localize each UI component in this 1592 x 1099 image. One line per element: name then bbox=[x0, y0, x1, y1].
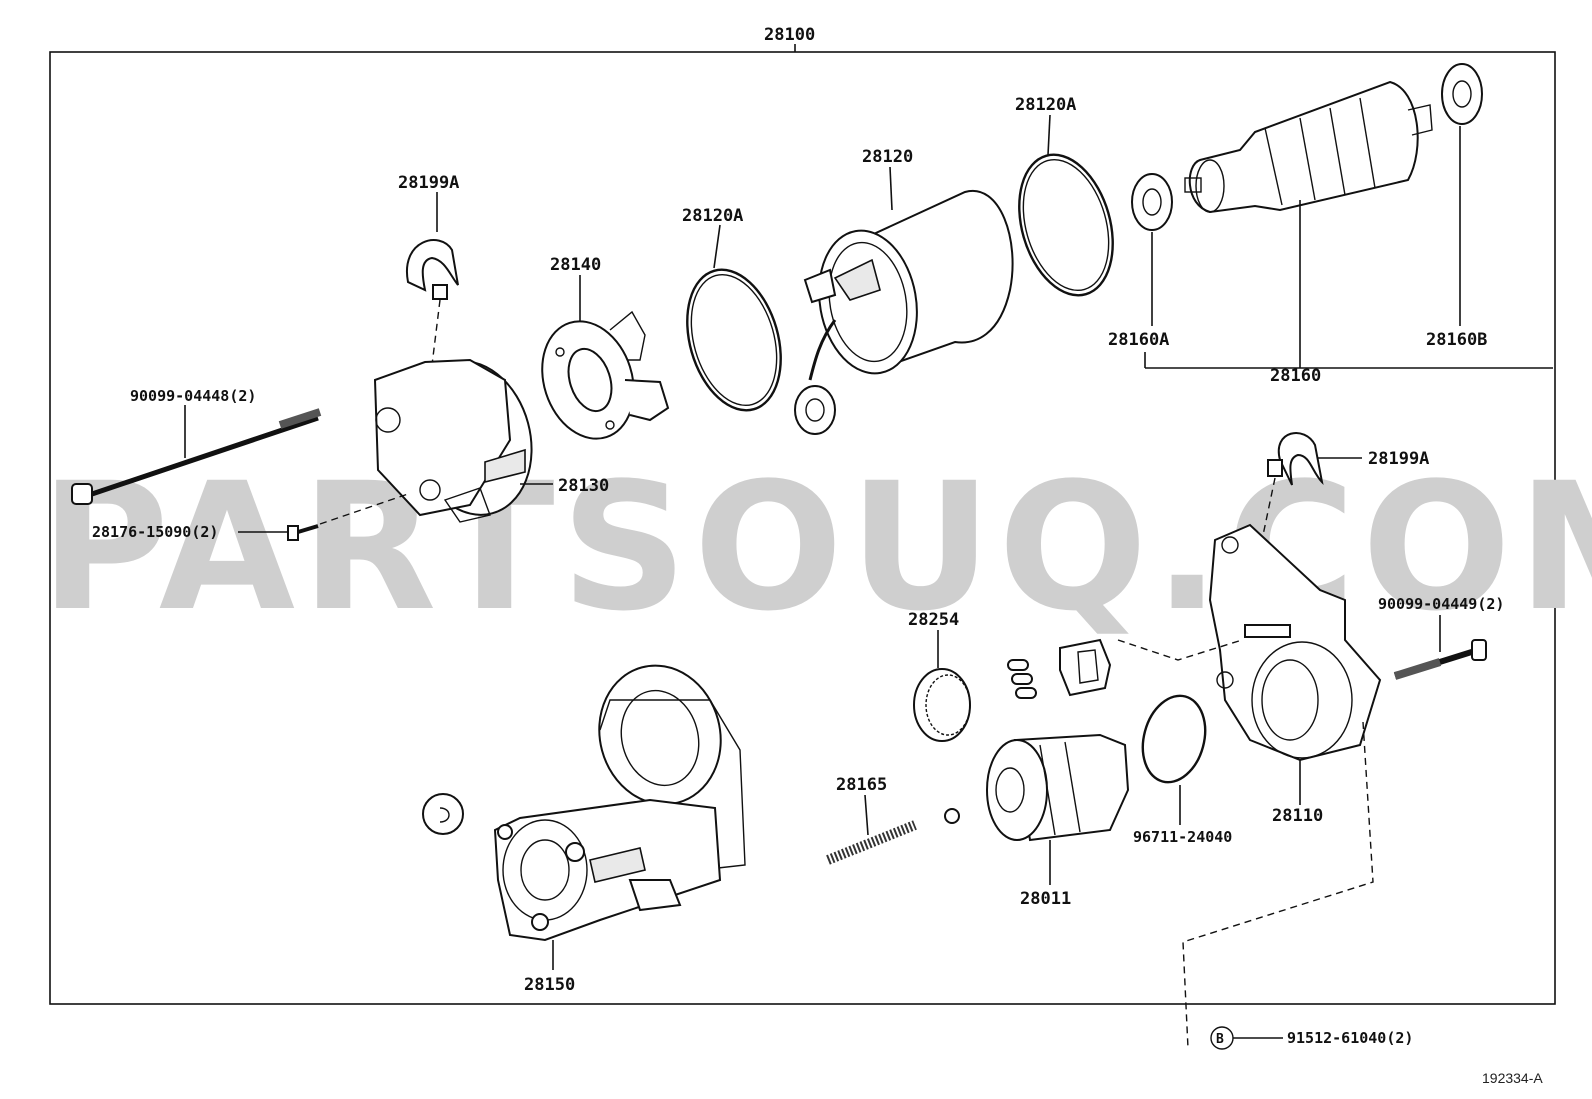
label-28199A-right: 28199A bbox=[1368, 449, 1429, 469]
armature-group-bracket bbox=[1144, 270, 1553, 369]
label-28140: 28140 bbox=[550, 255, 601, 275]
part-28011-starter-clutch[interactable] bbox=[986, 733, 1130, 885]
label-28130: 28130 bbox=[558, 476, 609, 496]
part-90099-04449-bolt[interactable] bbox=[1393, 615, 1487, 680]
part-28140-brush-holder[interactable] bbox=[528, 275, 670, 451]
label-28120A-left: 28120A bbox=[682, 206, 743, 226]
part-28120-yoke[interactable] bbox=[794, 166, 1014, 435]
part-clutch-rollers[interactable] bbox=[1007, 638, 1243, 699]
part-28130-commutator-end-frame[interactable] bbox=[373, 348, 553, 529]
label-28011: 28011 bbox=[1020, 889, 1071, 909]
part-28150-magnetic-switch[interactable] bbox=[493, 652, 746, 970]
label-28110: 28110 bbox=[1272, 806, 1323, 826]
part-28160A-bearing[interactable] bbox=[1131, 173, 1173, 326]
part-28110-drive-housing[interactable] bbox=[1208, 523, 1382, 805]
marker-letter: B bbox=[1216, 1032, 1224, 1047]
part-28199A-grommet-top[interactable] bbox=[405, 192, 459, 366]
part-28176-15090-screw[interactable] bbox=[238, 493, 409, 541]
label-91512-61040: 91512-61040(2) bbox=[1287, 1029, 1413, 1047]
reference-code: 192334-A bbox=[1482, 1070, 1543, 1086]
part-28165-spring[interactable] bbox=[826, 794, 917, 865]
label-28150: 28150 bbox=[524, 975, 575, 995]
label-28120A-right: 28120A bbox=[1015, 95, 1076, 115]
label-28165: 28165 bbox=[836, 775, 887, 795]
part-28254-idler-gear[interactable] bbox=[913, 630, 971, 742]
label-90099-04448: 90099-04448(2) bbox=[130, 387, 256, 405]
assembly-frame bbox=[49, 44, 1556, 1005]
watermark: PARTSOUQ.COM bbox=[40, 445, 1592, 650]
label-28254: 28254 bbox=[908, 610, 959, 630]
part-28160-armature[interactable] bbox=[1184, 80, 1433, 270]
part-28199A-grommet-right[interactable] bbox=[1261, 432, 1362, 541]
label-28160: 28160 bbox=[1270, 366, 1321, 386]
part-28160B-bearing[interactable] bbox=[1441, 63, 1483, 326]
part-boot-cap[interactable] bbox=[422, 793, 464, 835]
label-28160B: 28160B bbox=[1426, 330, 1487, 350]
label-28100: 28100 bbox=[764, 25, 815, 45]
ball[interactable] bbox=[944, 808, 960, 824]
part-90099-04448-through-bolt[interactable] bbox=[71, 405, 322, 505]
label-28160A: 28160A bbox=[1108, 330, 1169, 350]
label-28120: 28120 bbox=[862, 147, 913, 167]
part-28120A-o-ring-right[interactable] bbox=[1004, 114, 1128, 306]
label-28199A-top: 28199A bbox=[398, 173, 459, 193]
bolt-reference-line bbox=[1182, 721, 1374, 1050]
part-96711-24040-o-ring[interactable] bbox=[1134, 689, 1215, 825]
part-28120A-o-ring-left[interactable] bbox=[672, 224, 796, 421]
label-90099-04449: 90099-04449(2) bbox=[1378, 595, 1504, 613]
label-28176-15090: 28176-15090(2) bbox=[92, 523, 218, 541]
label-96711-24040: 96711-24040 bbox=[1133, 828, 1232, 846]
